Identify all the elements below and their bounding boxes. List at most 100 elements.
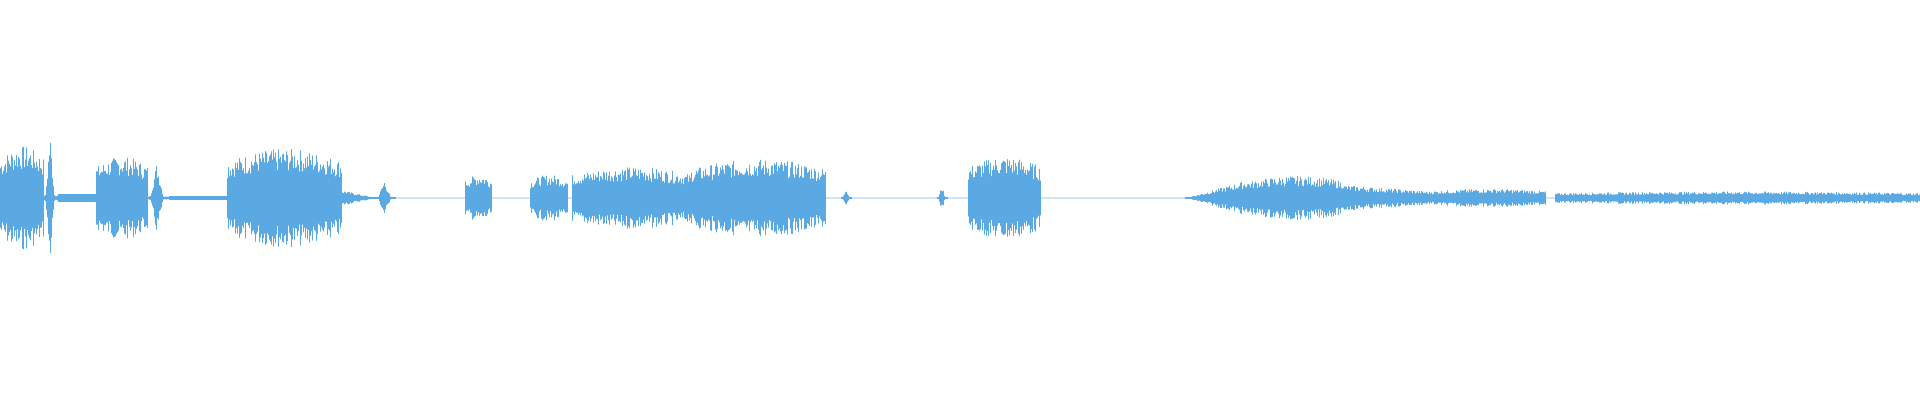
waveform-bar <box>117 163 118 233</box>
waveform-bar <box>20 165 21 231</box>
waveform-bar <box>1021 162 1022 234</box>
waveform-bar <box>1881 194 1882 202</box>
waveform-bar <box>1258 182 1259 214</box>
waveform-bar <box>1186 197 1187 199</box>
waveform-bar <box>577 183 578 213</box>
waveform-bar <box>1766 193 1767 203</box>
waveform-bar <box>1385 192 1386 204</box>
waveform-bar <box>1796 193 1797 203</box>
waveform-bar <box>718 175 719 221</box>
waveform-bar <box>1537 193 1538 203</box>
waveform-bar <box>1803 193 1804 203</box>
waveform-bar <box>136 167 137 229</box>
waveform-bar <box>278 149 279 247</box>
waveform-bar <box>1710 194 1711 202</box>
waveform-bar <box>754 166 755 230</box>
waveform-bar <box>189 196 190 200</box>
waveform-bar <box>1613 194 1614 202</box>
waveform-bar <box>557 179 558 217</box>
waveform-bar <box>1039 168 1040 228</box>
waveform-bar <box>201 196 202 200</box>
waveform-bar <box>488 186 489 210</box>
waveform-bar <box>946 197 947 199</box>
waveform-bar <box>192 196 193 200</box>
waveform-bar <box>553 182 554 214</box>
waveform-bar <box>70 194 71 202</box>
waveform-bar <box>187 196 188 200</box>
waveform-bar <box>1495 190 1496 206</box>
waveform-bar <box>592 180 593 216</box>
waveform-bar <box>1767 192 1768 204</box>
waveform-bar <box>1307 184 1308 212</box>
waveform-bar <box>324 168 325 228</box>
waveform-bar <box>220 196 221 200</box>
waveform-bar <box>698 170 699 226</box>
waveform-bar <box>1574 194 1575 202</box>
waveform-bar <box>616 177 617 219</box>
waveform-bar <box>473 177 474 219</box>
waveform-bar <box>388 192 389 204</box>
waveform-bar <box>164 196 165 200</box>
waveform-bar <box>1011 165 1012 231</box>
waveform-bar <box>257 164 258 232</box>
waveform-bar <box>1343 187 1344 209</box>
waveform-bar <box>330 158 331 238</box>
waveform-bar <box>1003 160 1004 236</box>
waveform-bar <box>185 196 186 200</box>
waveform-bar <box>1834 193 1835 203</box>
waveform-bar <box>73 194 74 202</box>
waveform-bar <box>1759 193 1760 203</box>
waveform-bar <box>715 166 716 230</box>
waveform-bar <box>588 175 589 221</box>
waveform-bar <box>1461 191 1462 205</box>
waveform-bar <box>1828 192 1829 204</box>
waveform-bar <box>1262 186 1263 210</box>
waveform-bar <box>1773 193 1774 203</box>
waveform-bar <box>148 196 149 200</box>
waveform-bar <box>1627 194 1628 202</box>
waveform-bar <box>349 191 350 205</box>
waveform-bar <box>1817 192 1818 204</box>
waveform-bar <box>1246 187 1247 209</box>
waveform-bar <box>468 185 469 211</box>
waveform-bar <box>1822 194 1823 202</box>
waveform-bar <box>270 154 271 242</box>
waveform-bar <box>1036 177 1037 219</box>
waveform-bar <box>1207 192 1208 204</box>
waveform-bar <box>1780 194 1781 202</box>
waveform-bar <box>1355 190 1356 206</box>
waveform-bar <box>666 171 667 225</box>
waveform-bar <box>634 171 635 225</box>
waveform-bar <box>336 174 337 222</box>
waveform-bar <box>979 165 980 231</box>
waveform-bar <box>683 184 684 212</box>
waveform-bar <box>1776 192 1777 204</box>
waveform-bar <box>1901 193 1902 203</box>
waveform-bar <box>378 196 379 200</box>
waveform-bar <box>1394 189 1395 207</box>
waveform-bar <box>1578 194 1579 202</box>
waveform-bar <box>143 177 144 219</box>
waveform-bar <box>1690 193 1691 203</box>
waveform-bar <box>105 170 106 226</box>
waveform-bar <box>1028 171 1029 225</box>
waveform-bar <box>1031 166 1032 230</box>
waveform-bar <box>1626 192 1627 204</box>
waveform-bar <box>1868 192 1869 204</box>
waveform-bar <box>310 160 311 236</box>
waveform-bar <box>612 177 613 219</box>
waveform-bar <box>1729 193 1730 203</box>
waveform-bar <box>1753 194 1754 202</box>
waveform-bar <box>1498 191 1499 205</box>
waveform-bar <box>1267 183 1268 213</box>
waveform-bar <box>1231 187 1232 209</box>
waveform-bar <box>149 196 150 200</box>
waveform-bar <box>1676 194 1677 202</box>
waveform-bar <box>127 157 128 239</box>
waveform-bar <box>1604 193 1605 203</box>
waveform-bar <box>996 165 997 231</box>
waveform-bar <box>1576 193 1577 203</box>
waveform-bar <box>690 178 691 218</box>
waveform-bar <box>1488 190 1489 206</box>
